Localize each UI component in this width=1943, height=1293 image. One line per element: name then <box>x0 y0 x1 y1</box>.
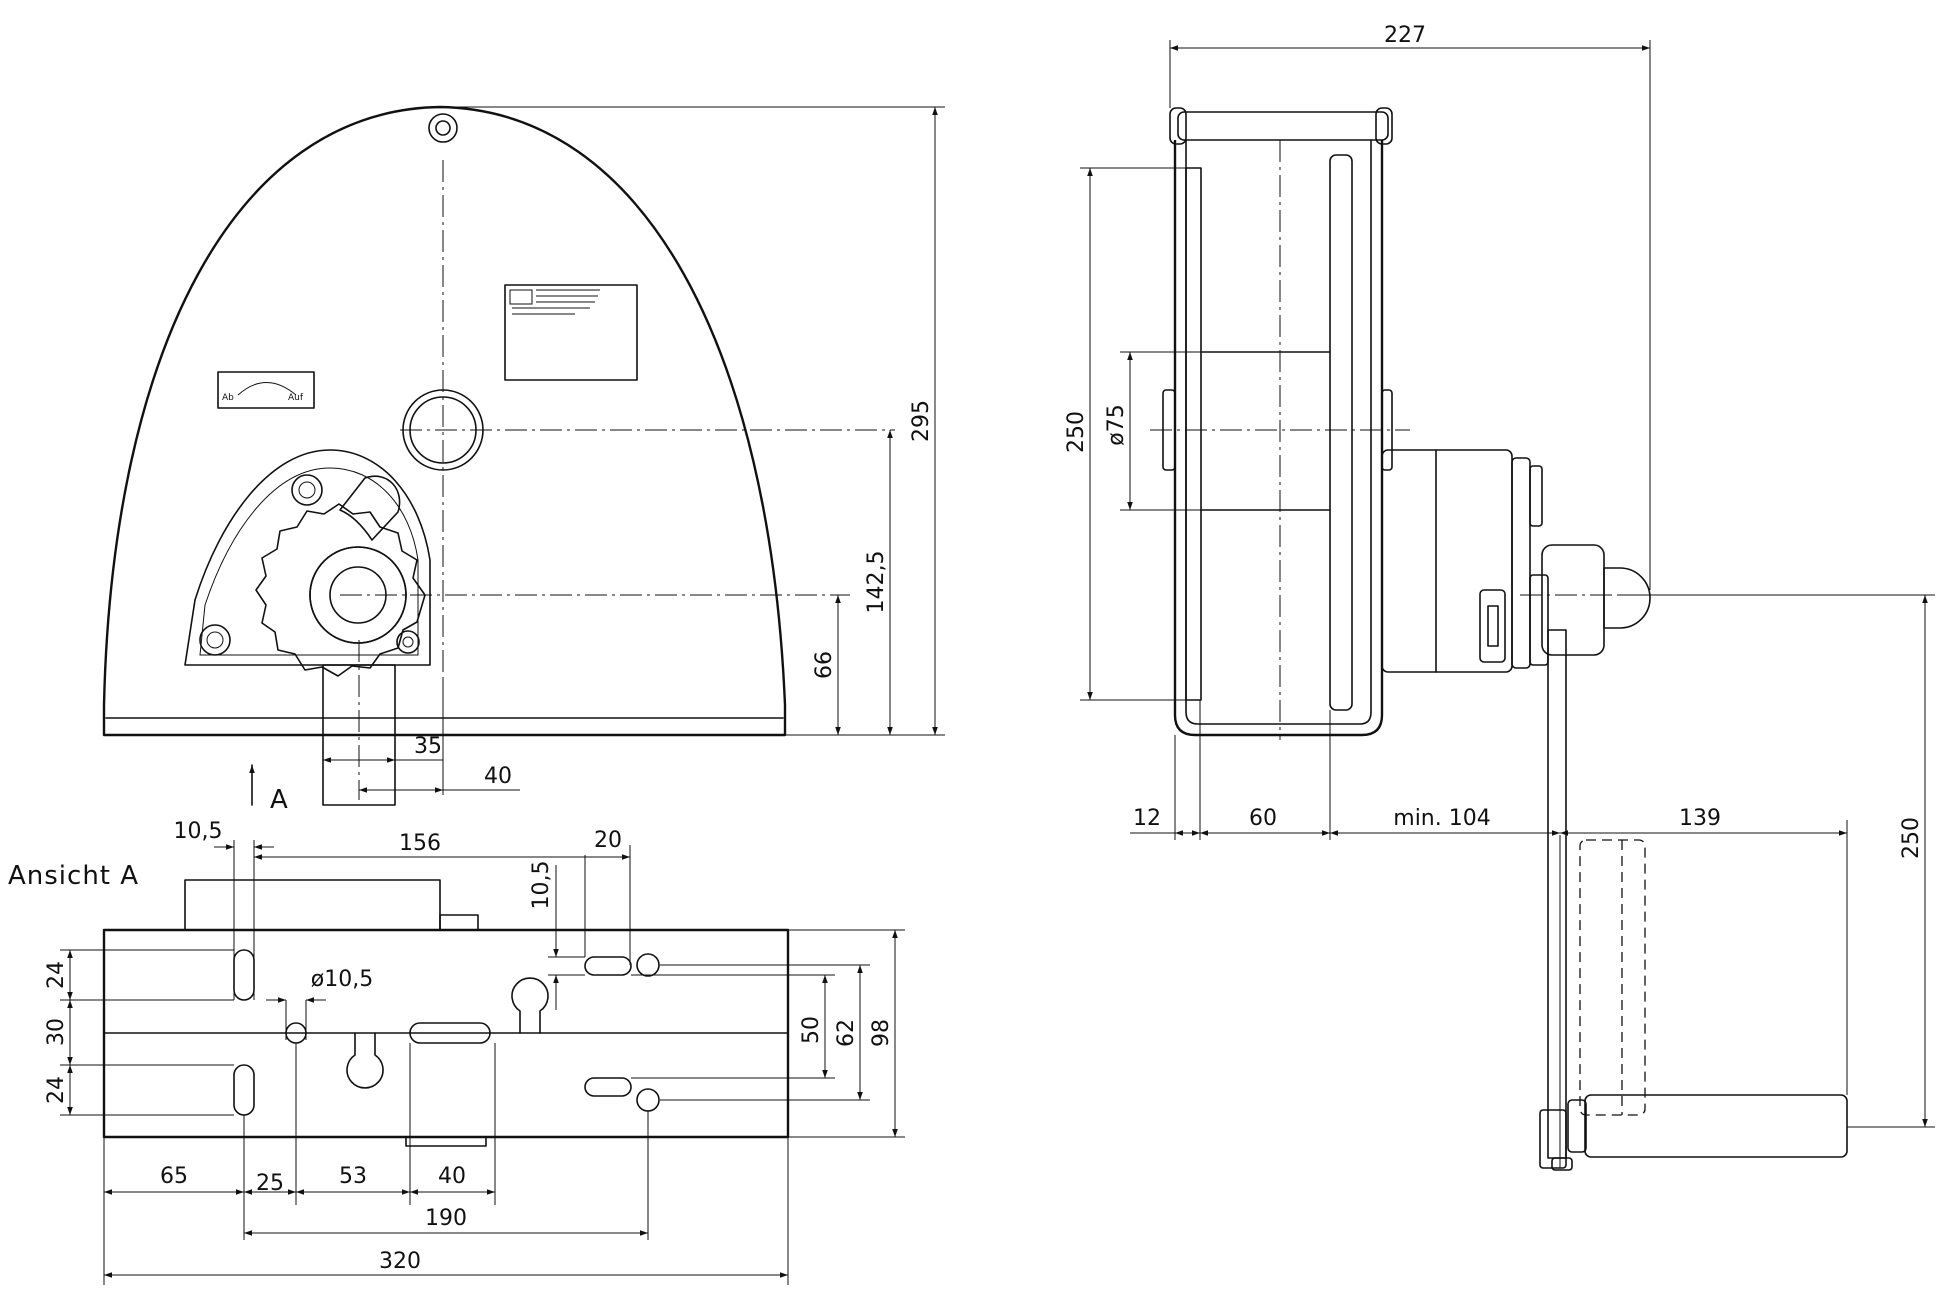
front-dimensions: 295 142,5 66 35 40 <box>323 106 945 795</box>
frame <box>1173 140 1384 737</box>
dim-190: 190 <box>425 1206 467 1231</box>
dim-227: 227 <box>1384 23 1426 48</box>
direction-plate: Ab Auf <box>217 371 315 409</box>
dim-139: 139 <box>1679 806 1721 831</box>
dim-250-left: 250 <box>1064 411 1089 453</box>
side-dimensions: 227 250 ø75 12 60 min. 104 139 <box>1064 23 1935 1168</box>
gearbox <box>1381 449 1513 673</box>
gearbox-plate <box>184 449 431 666</box>
name-plate <box>504 284 638 381</box>
crank-arm <box>1547 629 1567 1159</box>
dim-10-5-vertical: 10,5 <box>529 861 554 910</box>
dim-65: 65 <box>160 1164 188 1189</box>
dim-10-5-top: 10,5 <box>174 819 223 844</box>
housing-outline <box>102 105 787 737</box>
dim-60: 60 <box>1249 806 1277 831</box>
dim-66: 66 <box>812 651 837 679</box>
dim-156: 156 <box>399 831 441 856</box>
view-arrow-label: A <box>270 785 289 815</box>
slot <box>233 1064 255 1116</box>
dim-dia-10-5: ø10,5 <box>311 967 373 992</box>
dim-98: 98 <box>869 1019 894 1047</box>
crank-knob <box>1603 567 1651 629</box>
dim-50: 50 <box>799 1016 824 1044</box>
dim-53: 53 <box>339 1164 367 1189</box>
dim-24-upper: 24 <box>44 961 69 989</box>
dim-12: 12 <box>1133 806 1161 831</box>
dim-320: 320 <box>379 1249 421 1274</box>
plate-text-auf: Auf <box>288 393 304 403</box>
dim-30: 30 <box>44 1018 69 1046</box>
dim-24-lower: 24 <box>44 1076 69 1104</box>
dim-295: 295 <box>909 400 934 442</box>
dim-142-5: 142,5 <box>864 551 889 614</box>
view-a-title: Ansicht A <box>8 861 139 891</box>
view-a-dimensions: 10,5 156 20 10,5 ø10,5 24 <box>44 819 905 1285</box>
screw-icon <box>428 113 458 143</box>
crank-shaft <box>322 664 396 806</box>
dim-250-right: 250 <box>1899 817 1924 859</box>
side-view: 227 250 ø75 12 60 min. 104 139 <box>1064 23 1935 1171</box>
dim-40: 40 <box>484 764 512 789</box>
view-a: Ansicht A 10,5 156 <box>8 819 905 1285</box>
slot <box>233 949 255 1001</box>
plate-text-ab: Ab <box>222 393 234 403</box>
dim-35: 35 <box>414 734 442 759</box>
crank-handle <box>1584 1094 1848 1158</box>
dim-20: 20 <box>594 828 622 853</box>
dim-25: 25 <box>256 1171 284 1196</box>
dim-dia-75: ø75 <box>1104 404 1129 445</box>
ratchet-gear <box>255 503 426 677</box>
dim-min-104: min. 104 <box>1393 806 1490 831</box>
dim-40-bottom: 40 <box>438 1164 466 1189</box>
dim-62: 62 <box>834 1019 859 1047</box>
crank-hub <box>1541 544 1605 656</box>
front-view: Ab Auf A 295 <box>102 105 945 815</box>
pawl <box>339 475 401 541</box>
